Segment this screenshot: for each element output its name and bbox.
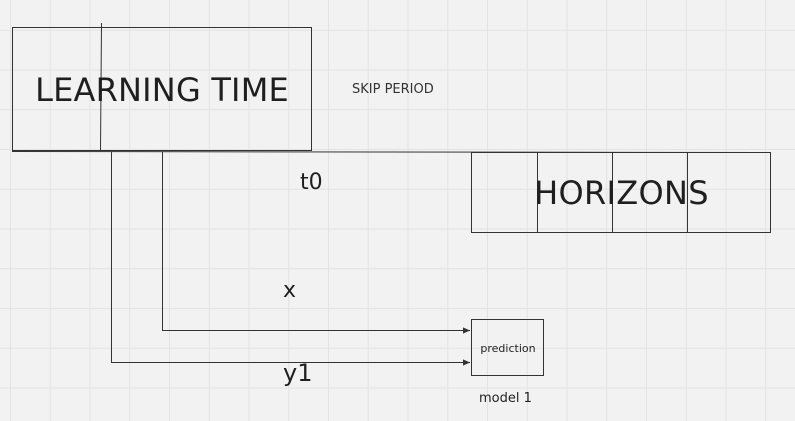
horizons-box[interactable] [471, 152, 771, 233]
skip-period-label: SKIP PERIOD [352, 82, 434, 97]
y1-label: y1 [283, 359, 313, 387]
t0-label: t0 [300, 170, 323, 195]
learning-time-box[interactable] [12, 27, 312, 151]
x-label: x [283, 278, 297, 303]
horizons-label: HORIZONS [534, 174, 709, 212]
prediction-label: prediction [480, 341, 536, 355]
x-connector [162, 152, 470, 334]
learning-time-label: LEARNING TIME [35, 70, 289, 109]
learning-time-divider [100, 22, 102, 151]
model-label: model 1 [479, 391, 532, 406]
prediction-box[interactable] [471, 319, 544, 376]
y1-connector [111, 152, 470, 366]
